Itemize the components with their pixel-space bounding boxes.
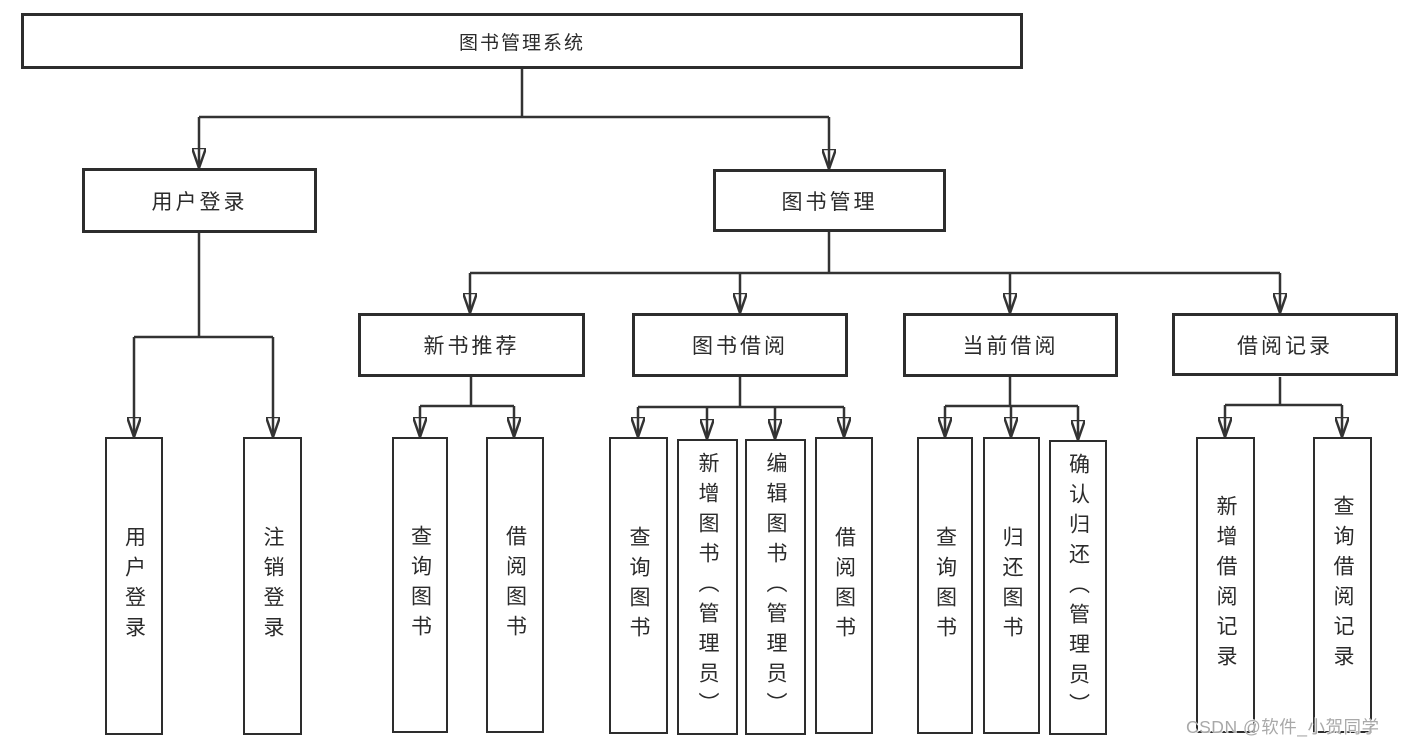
connector-current-borrow-children <box>945 377 1078 440</box>
node-label: 用户登录 <box>122 526 146 646</box>
node-label: 查询借阅记录 <box>1331 495 1354 675</box>
node-leaf-query-books-2: 查询图书 <box>609 437 668 734</box>
node-library-system: 图书管理系统 <box>21 13 1023 69</box>
node-leaf-confirm-return-admin: 确认归还（管理员） <box>1049 440 1107 735</box>
node-leaf-borrow-books-2: 借阅图书 <box>815 437 873 734</box>
node-label: 用户登录 <box>151 190 248 214</box>
node-label: 新增图书（管理员） <box>696 452 719 722</box>
node-leaf-borrow-books-1: 借阅图书 <box>486 437 544 733</box>
node-leaf-query-books-3: 查询图书 <box>917 437 973 734</box>
node-label: 确认归还（管理员） <box>1066 452 1090 723</box>
connector-book-borrow-children <box>638 377 844 439</box>
node-leaf-logout: 注销登录 <box>243 437 302 735</box>
node-label: 图书管理 <box>781 190 878 214</box>
node-leaf-add-borrow-record: 新增借阅记录 <box>1196 437 1255 733</box>
node-new-book-recommend: 新书推荐 <box>358 313 585 377</box>
node-leaf-query-books-1: 查询图书 <box>392 437 448 733</box>
connector-root-to-level1 <box>199 69 829 169</box>
node-label: 图书借阅 <box>692 335 788 358</box>
csdn-watermark: CSDN @软件_小贺同学 <box>1186 717 1380 737</box>
node-borrow-records: 借阅记录 <box>1172 313 1398 376</box>
node-leaf-return-books: 归还图书 <box>983 437 1040 734</box>
node-label: 新增借阅记录 <box>1214 495 1237 675</box>
connector-borrow-records-children <box>1225 377 1342 437</box>
node-leaf-query-borrow-record: 查询借阅记录 <box>1313 437 1372 733</box>
node-label: 当前借阅 <box>962 335 1059 358</box>
node-label: 图书管理系统 <box>458 32 585 54</box>
node-user-login: 用户登录 <box>82 168 317 233</box>
node-label: 注销登录 <box>261 526 284 646</box>
node-label: 编辑图书（管理员） <box>764 452 787 722</box>
node-label: 查询图书 <box>933 525 957 646</box>
node-book-borrowing: 图书借阅 <box>632 313 848 377</box>
connector-book-mgmt-to-level2 <box>470 232 1280 313</box>
node-label: 归还图书 <box>1000 525 1023 646</box>
node-label: 查询图书 <box>627 525 650 646</box>
node-label: 借阅图书 <box>503 525 527 645</box>
node-label: 新书推荐 <box>423 335 520 358</box>
node-label: 借阅记录 <box>1237 334 1333 358</box>
node-current-borrowing: 当前借阅 <box>903 313 1118 377</box>
connector-user-login-children <box>134 233 273 437</box>
node-label: 借阅图书 <box>832 525 856 646</box>
node-leaf-edit-books-admin: 编辑图书（管理员） <box>745 439 806 735</box>
node-book-management: 图书管理 <box>713 169 946 232</box>
connector-new-book-rec-children <box>420 377 514 437</box>
node-leaf-add-books-admin: 新增图书（管理员） <box>677 439 738 735</box>
node-leaf-user-login: 用户登录 <box>105 437 163 735</box>
node-label: 查询图书 <box>408 525 432 645</box>
